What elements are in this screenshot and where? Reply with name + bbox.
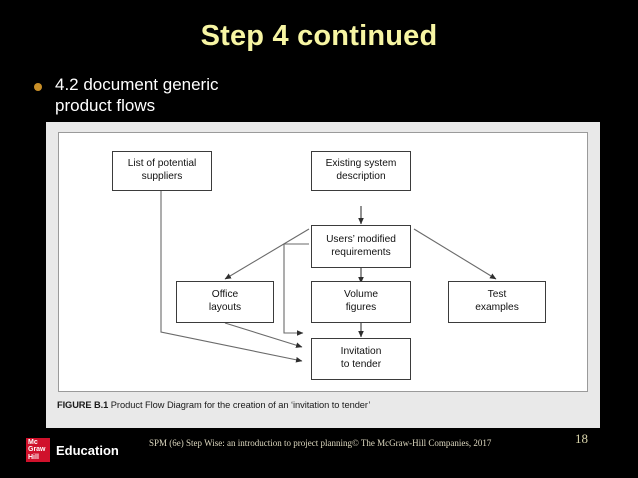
page-title: Step 4 continued (200, 20, 438, 52)
node-label: Test examples (475, 289, 519, 313)
bullet-item-label: 4.2 document generic product flows (55, 75, 219, 115)
node-test-examples[interactable]: Test examples (448, 281, 546, 323)
logo-wordmark: Education (56, 442, 119, 458)
node-label: Office layouts (208, 289, 242, 313)
node-label: Existing system description (325, 158, 397, 182)
figure-caption-text: Product Flow Diagram for the creation of… (110, 400, 371, 410)
logo-line-3: Hill (28, 453, 39, 461)
node-users-modified-requirements[interactable]: Users’ modified requirements (311, 225, 411, 268)
node-label: Users’ modified requirements (326, 233, 396, 258)
node-volume-figures[interactable]: Volume figures (311, 281, 411, 323)
node-label: Invitation to tender (340, 346, 382, 370)
logo-line-1: Mc (28, 438, 38, 446)
node-list-of-potential-suppliers[interactable]: List of potential suppliers (112, 151, 212, 191)
mcgraw-hill-mark-icon: Mc Graw Hill (26, 438, 50, 462)
node-label: List of potential suppliers (127, 158, 197, 182)
logo-line-2: Graw (28, 446, 46, 454)
figure-panel: List of potential suppliers Existing sys… (46, 122, 600, 428)
page-number: 18 (575, 431, 588, 446)
figure-canvas: List of potential suppliers Existing sys… (58, 132, 588, 392)
footer-copyright-text: SPM (6e) Step Wise: an introduction to p… (149, 438, 492, 448)
node-invitation-to-tender[interactable]: Invitation to tender (311, 338, 411, 380)
bullet-marker-icon (34, 83, 42, 91)
flow-diagram-connectors (160, 191, 497, 363)
node-existing-system-description[interactable]: Existing system description (311, 151, 411, 191)
figure-caption-label: FIGURE B.1 (57, 400, 109, 410)
node-office-layouts[interactable]: Office layouts (176, 281, 274, 323)
node-label: Volume figures (344, 289, 378, 313)
figure-caption: FIGURE B.1 Product Flow Diagram for the … (57, 400, 587, 410)
mcgraw-hill-education-logo: Mc Graw Hill Education (26, 437, 119, 463)
